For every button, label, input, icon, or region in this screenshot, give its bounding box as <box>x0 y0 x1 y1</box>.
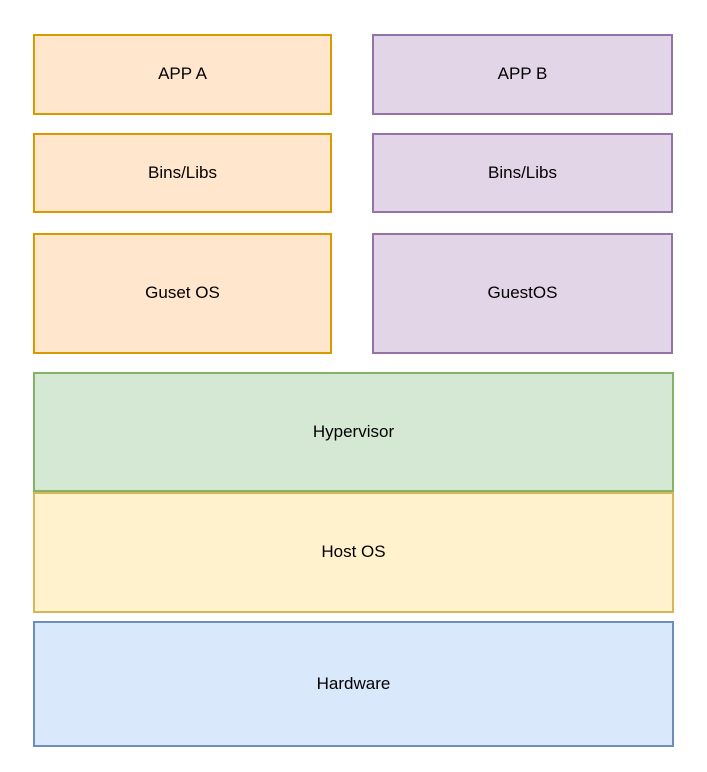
vm-a-app-box: APP A <box>33 34 332 115</box>
vm-a-bins-libs-label: Bins/Libs <box>148 162 217 182</box>
vm-b-app-label: APP B <box>497 64 548 84</box>
vm-b-bins-libs-box: Bins/Libs <box>372 133 673 213</box>
vm-b-guest-os-label: GuestOS <box>487 283 558 303</box>
hardware-layer-box: Hardware <box>33 621 674 747</box>
vm-b-guest-os-box: GuestOS <box>372 233 673 354</box>
host-os-label: Host OS <box>321 542 386 562</box>
hypervisor-label: Hypervisor <box>312 421 395 441</box>
vm-a-bins-libs-box: Bins/Libs <box>33 133 332 213</box>
host-os-layer-box: Host OS <box>33 492 674 613</box>
vm-b-bins-libs-label: Bins/Libs <box>488 162 557 182</box>
hardware-label: Hardware <box>316 673 391 693</box>
hypervisor-layer-box: Hypervisor <box>33 372 674 492</box>
vm-a-app-label: APP A <box>158 64 207 84</box>
vm-a-guest-os-label: Guset OS <box>145 283 220 303</box>
vm-b-app-box: APP B <box>372 34 673 115</box>
vm-a-guest-os-box: Guset OS <box>33 233 332 354</box>
